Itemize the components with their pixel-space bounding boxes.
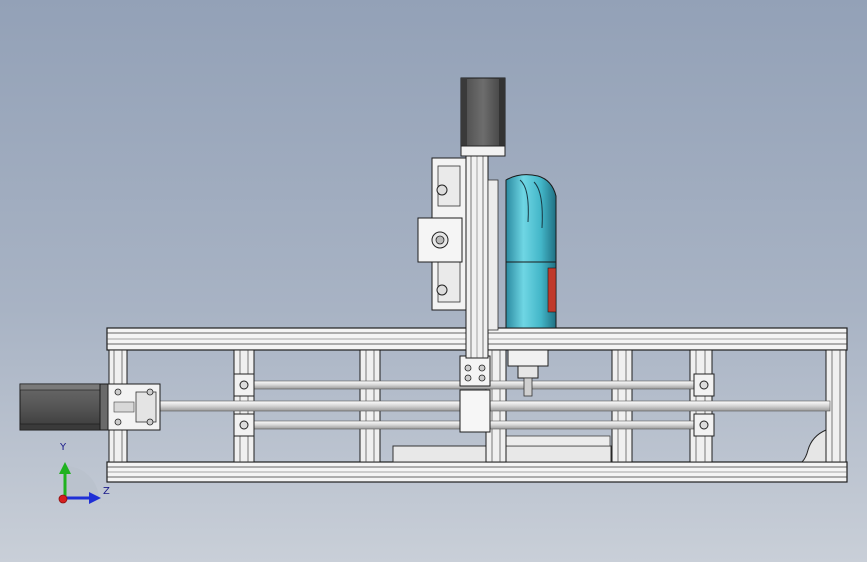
frame-post-7: [825, 349, 847, 463]
z-axis-label: Z: [103, 486, 110, 497]
gantry-carriage: [459, 355, 491, 433]
motor-mount-bracket: [107, 383, 161, 431]
rod-support-left-upper: [233, 373, 255, 397]
rod-support-right-lower: [693, 413, 715, 437]
x-axis-stepper-motor: [19, 383, 109, 431]
y-axis-label: Y: [60, 442, 67, 453]
rod-support-left-lower: [233, 413, 255, 437]
z-axis-stepper-motor: [460, 77, 506, 157]
corner-bracket: [800, 429, 827, 463]
spindle-motor: [505, 174, 557, 397]
rod-support-right-upper: [693, 373, 715, 397]
x-axis-dot-icon: [58, 494, 68, 504]
z-slide-plate: [417, 157, 467, 311]
z-axis-column: [465, 154, 499, 359]
